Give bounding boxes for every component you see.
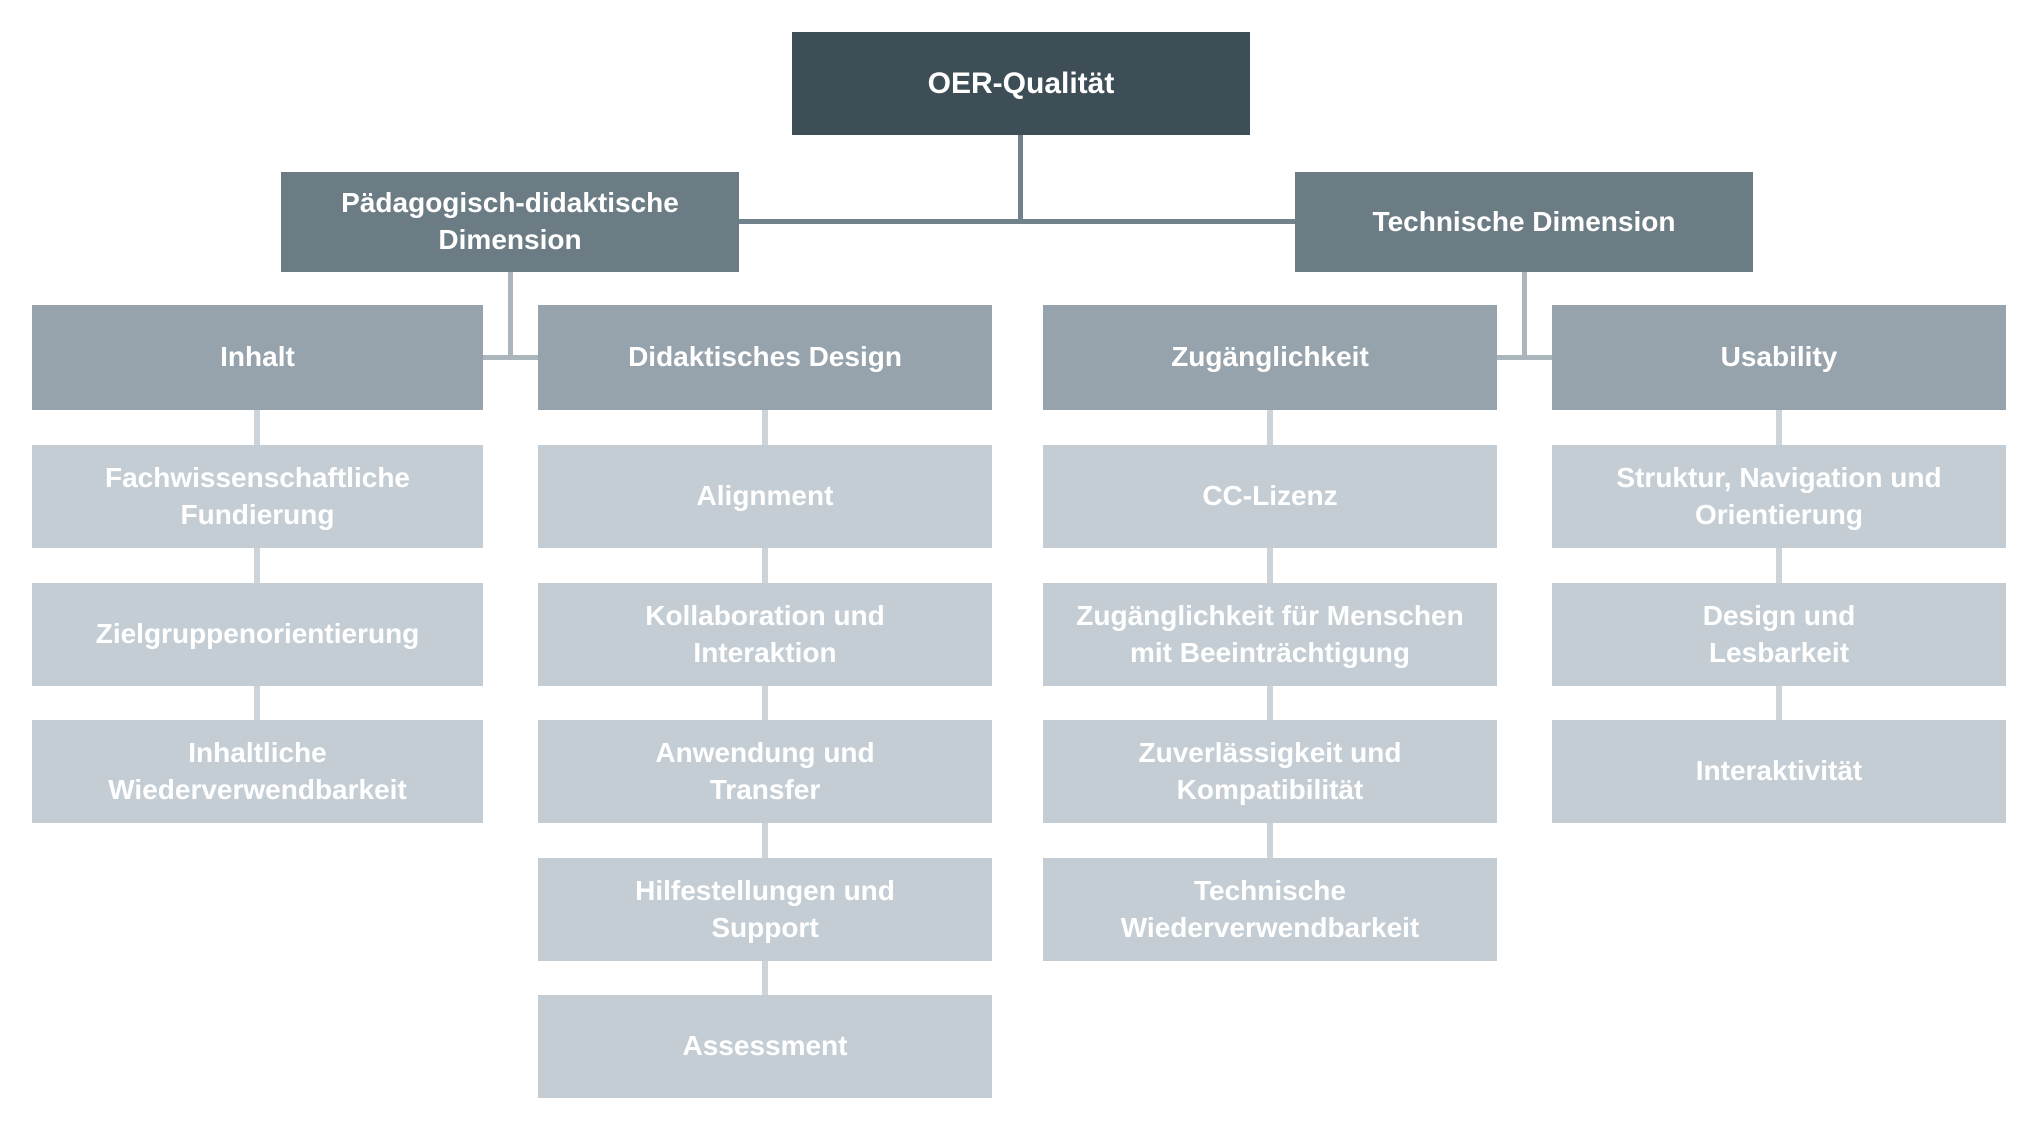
category-box-zugaenglichkeit: Zugänglichkeit — [1043, 305, 1497, 410]
dimension-box-technisch: Technische Dimension — [1295, 172, 1753, 272]
criterion-box-hilfestellungen-und-support: Hilfestellungen und Support — [538, 858, 992, 961]
connector-col3-stub-4 — [1267, 823, 1273, 858]
root-box-oer-qualitaet: OER-Qualität — [792, 32, 1250, 135]
connector-col4-stub-2 — [1776, 548, 1782, 583]
criterion-box-kollaboration-und-interaktion: Kollaboration und Interaktion — [538, 583, 992, 686]
category-box-didaktisches-design: Didaktisches Design — [538, 305, 992, 410]
connector-col1-stub-2 — [254, 548, 260, 583]
connector-technisch-horizontal — [1497, 355, 1552, 360]
connector-col3-stub-2 — [1267, 548, 1273, 583]
connector-col1-stub-1 — [254, 410, 260, 445]
criterion-box-technische-wiederverwendbarkeit: Technische Wiederverwendbarkeit — [1043, 858, 1497, 961]
criterion-box-fachwissenschaftliche-fundierung: Fachwissenschaftliche Fundierung — [32, 445, 483, 548]
criterion-box-alignment: Alignment — [538, 445, 992, 548]
connector-col1-stub-3 — [254, 686, 260, 721]
category-box-usability: Usability — [1552, 305, 2006, 410]
criterion-box-cc-lizenz: CC-Lizenz — [1043, 445, 1497, 548]
criterion-box-assessment: Assessment — [538, 995, 992, 1098]
connector-col2-stub-5 — [762, 961, 768, 996]
connector-col3-stub-3 — [1267, 686, 1273, 721]
connector-col2-stub-4 — [762, 823, 768, 858]
criterion-box-interaktivitaet: Interaktivität — [1552, 720, 2006, 823]
criterion-box-zielgruppenorientierung: Zielgruppenorientierung — [32, 583, 483, 686]
connector-col3-stub-1 — [1267, 410, 1273, 445]
criterion-box-anwendung-und-transfer: Anwendung und Transfer — [538, 720, 992, 823]
connector-col4-stub-3 — [1776, 686, 1782, 721]
connector-col2-stub-3 — [762, 686, 768, 721]
category-box-inhalt: Inhalt — [32, 305, 483, 410]
connector-col4-stub-1 — [1776, 410, 1782, 445]
dimension-box-paedagogisch-didaktisch: Pädagogisch-didaktische Dimension — [281, 172, 739, 272]
criterion-box-struktur-navigation-orientierung: Struktur, Navigation und Orientierung — [1552, 445, 2006, 548]
connector-root-vertical — [1018, 135, 1023, 222]
criterion-box-inhaltliche-wiederverwendbarkeit: Inhaltliche Wiederverwendbarkeit — [32, 720, 483, 823]
connector-paedagogisch-horizontal — [483, 355, 538, 360]
connector-paedagogisch-vertical — [508, 272, 513, 358]
criterion-box-zugaenglichkeit-fuer-menschen: Zugänglichkeit für Menschen mit Beeinträ… — [1043, 583, 1497, 686]
criterion-box-zuverlaessigkeit-und-kompatibilitaet: Zuverlässigkeit und Kompatibilität — [1043, 720, 1497, 823]
connector-col2-stub-2 — [762, 548, 768, 583]
connector-technisch-vertical — [1522, 272, 1527, 358]
criterion-box-design-und-lesbarkeit: Design und Lesbarkeit — [1552, 583, 2006, 686]
connector-col2-stub-1 — [762, 410, 768, 445]
connector-root-horizontal — [739, 219, 1295, 224]
